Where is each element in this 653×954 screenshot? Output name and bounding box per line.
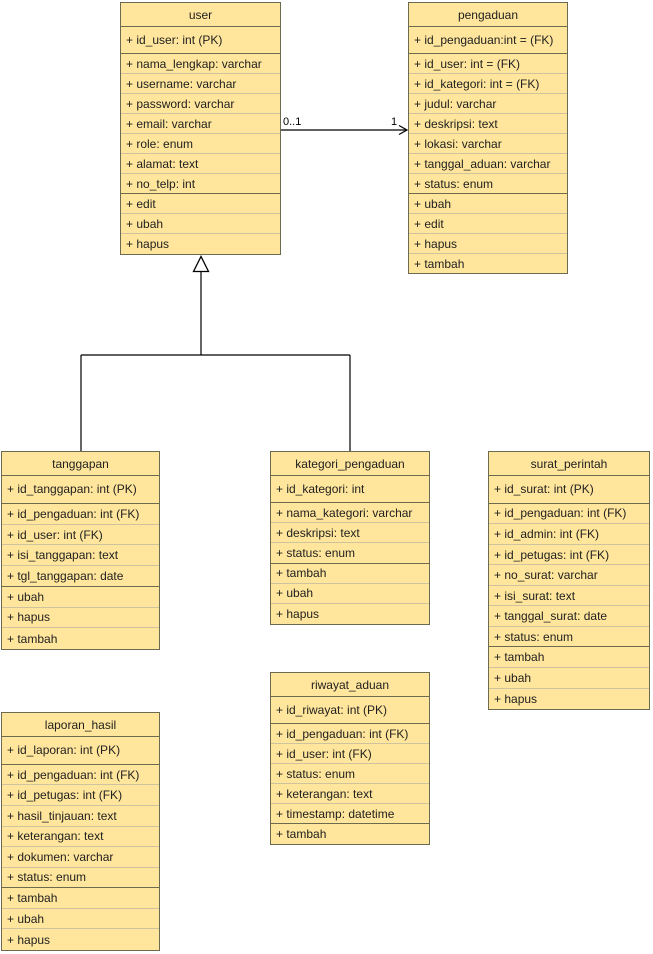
attribute-row: + no_telp: int (121, 174, 280, 194)
class-box-laporan-hasil: laporan_hasil + id_laporan: int (PK)+ id… (1, 712, 160, 951)
attribute-row: + email: varchar (121, 114, 280, 134)
attribute-row: + id_surat: int (PK) (489, 476, 649, 504)
class-rows: + id_riwayat: int (PK)+ id_pengaduan: in… (271, 697, 429, 844)
attribute-row: + dokumen: varchar (2, 847, 159, 868)
method-row: + ubah (489, 668, 649, 689)
class-title-pengaduan: pengaduan (409, 3, 567, 27)
method-row: + edit (121, 194, 280, 214)
attribute-row: + status: enum (489, 627, 649, 648)
attribute-row: + judul: varchar (409, 94, 567, 114)
class-rows: + id_kategori: int+ nama_kategori: varch… (271, 476, 429, 624)
method-row: + hapus (7, 932, 51, 947)
attribute-row: + id_user: int (FK) (2, 525, 159, 546)
attribute-row: + id_pengaduan: int (FK) (489, 504, 649, 525)
attribute-row: + deskripsi: text (409, 114, 567, 134)
method-row: + tambah (489, 647, 649, 668)
method-row: + ubah (2, 587, 159, 608)
method-row: + ubah (409, 194, 567, 214)
attribute-row: + alamat: text (121, 154, 280, 174)
method-row: + tambah (276, 827, 327, 841)
attribute-row: + id_user: int (FK) (271, 744, 429, 764)
attribute-row: + id_laporan: int (PK) (2, 737, 159, 765)
attribute-row: + id_petugas: int (FK) (489, 545, 649, 566)
class-title-laporan-hasil: laporan_hasil (2, 713, 159, 737)
class-title-riwayat-aduan: riwayat_aduan (271, 673, 429, 697)
attribute-row: + status: enum (2, 868, 159, 889)
attribute-row: + id_kategori: int = (FK) (409, 74, 567, 94)
attribute-row: + lokasi: varchar (409, 134, 567, 154)
attribute-row: + id_user: int = (FK) (409, 54, 567, 74)
method-row: + tambah (7, 631, 58, 646)
generalization-triangle-icon (192, 255, 210, 273)
attribute-row: + status: enum (271, 764, 429, 784)
class-box-user: user + id_user: int (PK)+ nama_lengkap: … (120, 2, 281, 255)
multiplicity-label-pengaduan-side: 1 (391, 116, 398, 128)
class-box-kategori-pengaduan: kategori_pengaduan + id_kategori: int+ n… (270, 451, 430, 625)
class-box-pengaduan: pengaduan + id_pengaduan:int = (FK)+ id_… (408, 2, 568, 274)
attribute-row: + tanggal_surat: date (489, 606, 649, 627)
method-row: + tambah (414, 257, 465, 271)
attribute-row: + deskripsi: text (271, 523, 429, 544)
attribute-row: + id_admin: int (FK) (489, 524, 649, 545)
method-row: + tambah (2, 888, 159, 909)
attribute-row: + tanggal_aduan: varchar (409, 154, 567, 174)
method-row: + ubah (2, 909, 159, 930)
attribute-row: + id_petugas: int (FK) (2, 785, 159, 806)
method-row: + hapus (409, 234, 567, 254)
attribute-row: + id_user: int (PK) (121, 27, 280, 54)
attribute-row: + no_surat: varchar (489, 565, 649, 586)
attribute-row: + id_pengaduan: int (FK) (271, 724, 429, 744)
method-row: + hapus (494, 691, 538, 706)
attribute-row: + id_riwayat: int (PK) (271, 697, 429, 724)
attribute-row: + nama_kategori: varchar (271, 503, 429, 524)
method-row: + hapus (276, 606, 320, 621)
class-box-surat-perintah: surat_perintah + id_surat: int (PK)+ id_… (488, 451, 650, 710)
class-rows: + id_pengaduan:int = (FK)+ id_user: int … (409, 27, 567, 274)
class-rows: + id_surat: int (PK)+ id_pengaduan: int … (489, 476, 649, 709)
class-title-tanggapan: tanggapan (2, 452, 159, 476)
class-title-kategori-pengaduan: kategori_pengaduan (271, 452, 429, 476)
attribute-row: + timestamp: datetime (271, 804, 429, 824)
attribute-row: + keterangan: text (2, 827, 159, 848)
class-rows: + id_user: int (PK)+ nama_lengkap: varch… (121, 27, 280, 254)
method-row: + ubah (121, 214, 280, 234)
attribute-row: + id_pengaduan: int (FK) (2, 504, 159, 525)
class-title-user: user (121, 3, 280, 27)
attribute-row: + nama_lengkap: varchar (121, 54, 280, 74)
attribute-row: + tgl_tanggapan: date (2, 566, 159, 587)
method-row: + ubah (271, 584, 429, 604)
method-row: + hapus (126, 237, 170, 251)
attribute-row: + id_kategori: int (271, 476, 429, 504)
class-rows: + id_tanggapan: int (PK)+ id_pengaduan: … (2, 476, 159, 649)
method-row: + tambah (271, 564, 429, 584)
attribute-row: + hasil_tinjauan: text (2, 806, 159, 827)
attribute-row: + isi_surat: text (489, 586, 649, 607)
attribute-row: + isi_tanggapan: text (2, 545, 159, 567)
attribute-row: + username: varchar (121, 74, 280, 94)
attribute-row: + id_pengaduan:int = (FK) (409, 27, 567, 54)
class-title-surat-perintah: surat_perintah (489, 452, 649, 476)
class-rows: + id_laporan: int (PK)+ id_pengaduan: in… (2, 737, 159, 950)
attribute-row: + keterangan: text (271, 784, 429, 804)
multiplicity-label-user-side: 0..1 (283, 116, 302, 128)
class-box-riwayat-aduan: riwayat_aduan + id_riwayat: int (PK)+ id… (270, 672, 430, 845)
method-row: + hapus (2, 608, 159, 629)
attribute-row: + role: enum (121, 134, 280, 154)
attribute-row: + password: varchar (121, 94, 280, 114)
attribute-row: + id_pengaduan: int (FK) (2, 765, 159, 786)
attribute-row: + status: enum (409, 174, 567, 194)
method-row: + edit (409, 214, 567, 234)
association-open-arrow-icon (398, 124, 409, 136)
class-box-tanggapan: tanggapan + id_tanggapan: int (PK)+ id_p… (1, 451, 160, 650)
attribute-row: + status: enum (271, 543, 429, 564)
attribute-row: + id_tanggapan: int (PK) (2, 476, 159, 504)
